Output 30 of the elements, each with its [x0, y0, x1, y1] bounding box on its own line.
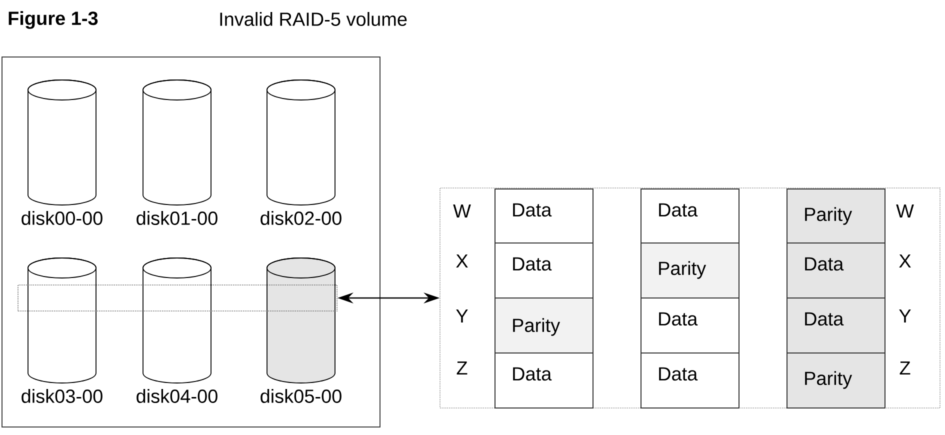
row-letter: X	[899, 254, 911, 268]
disk-label: disk00-00	[22, 211, 102, 225]
volume-box	[2, 56, 380, 428]
disk-label: disk02-00	[260, 211, 342, 225]
stripe-cell: Data	[640, 188, 740, 244]
stripe-cell: Parity	[640, 242, 740, 298]
stripe-cell: Data	[494, 188, 594, 244]
stripe-cell: Data	[640, 352, 740, 408]
stripe-cell: Parity	[786, 188, 886, 244]
disk-label: disk04-00	[136, 389, 218, 403]
row-letter: Z	[456, 361, 468, 375]
row-letter: Z	[900, 361, 910, 375]
stripe-cell: Parity	[786, 352, 886, 408]
row-letter: X	[456, 254, 468, 268]
row-letter: W	[453, 204, 471, 218]
disk-label: disk03-00	[22, 389, 102, 403]
stripe-cell: Parity	[494, 298, 594, 354]
stripe-cell: Data	[786, 298, 886, 354]
figure-number: Figure 1-3	[8, 11, 98, 29]
stripe-cell: Data	[494, 352, 594, 408]
row-letter: Y	[899, 309, 911, 323]
stripe-cell: Data	[640, 298, 740, 354]
stripe-cell: Data	[786, 242, 886, 298]
stripe-cell: Data	[494, 242, 594, 298]
row-letter: Y	[456, 309, 468, 323]
row-letter: W	[896, 204, 914, 218]
figure-title: Invalid RAID-5 volume	[220, 12, 407, 26]
disk-label: disk01-00	[136, 211, 218, 225]
dashed-region	[18, 284, 338, 312]
disk-label: disk05-00	[260, 389, 342, 403]
